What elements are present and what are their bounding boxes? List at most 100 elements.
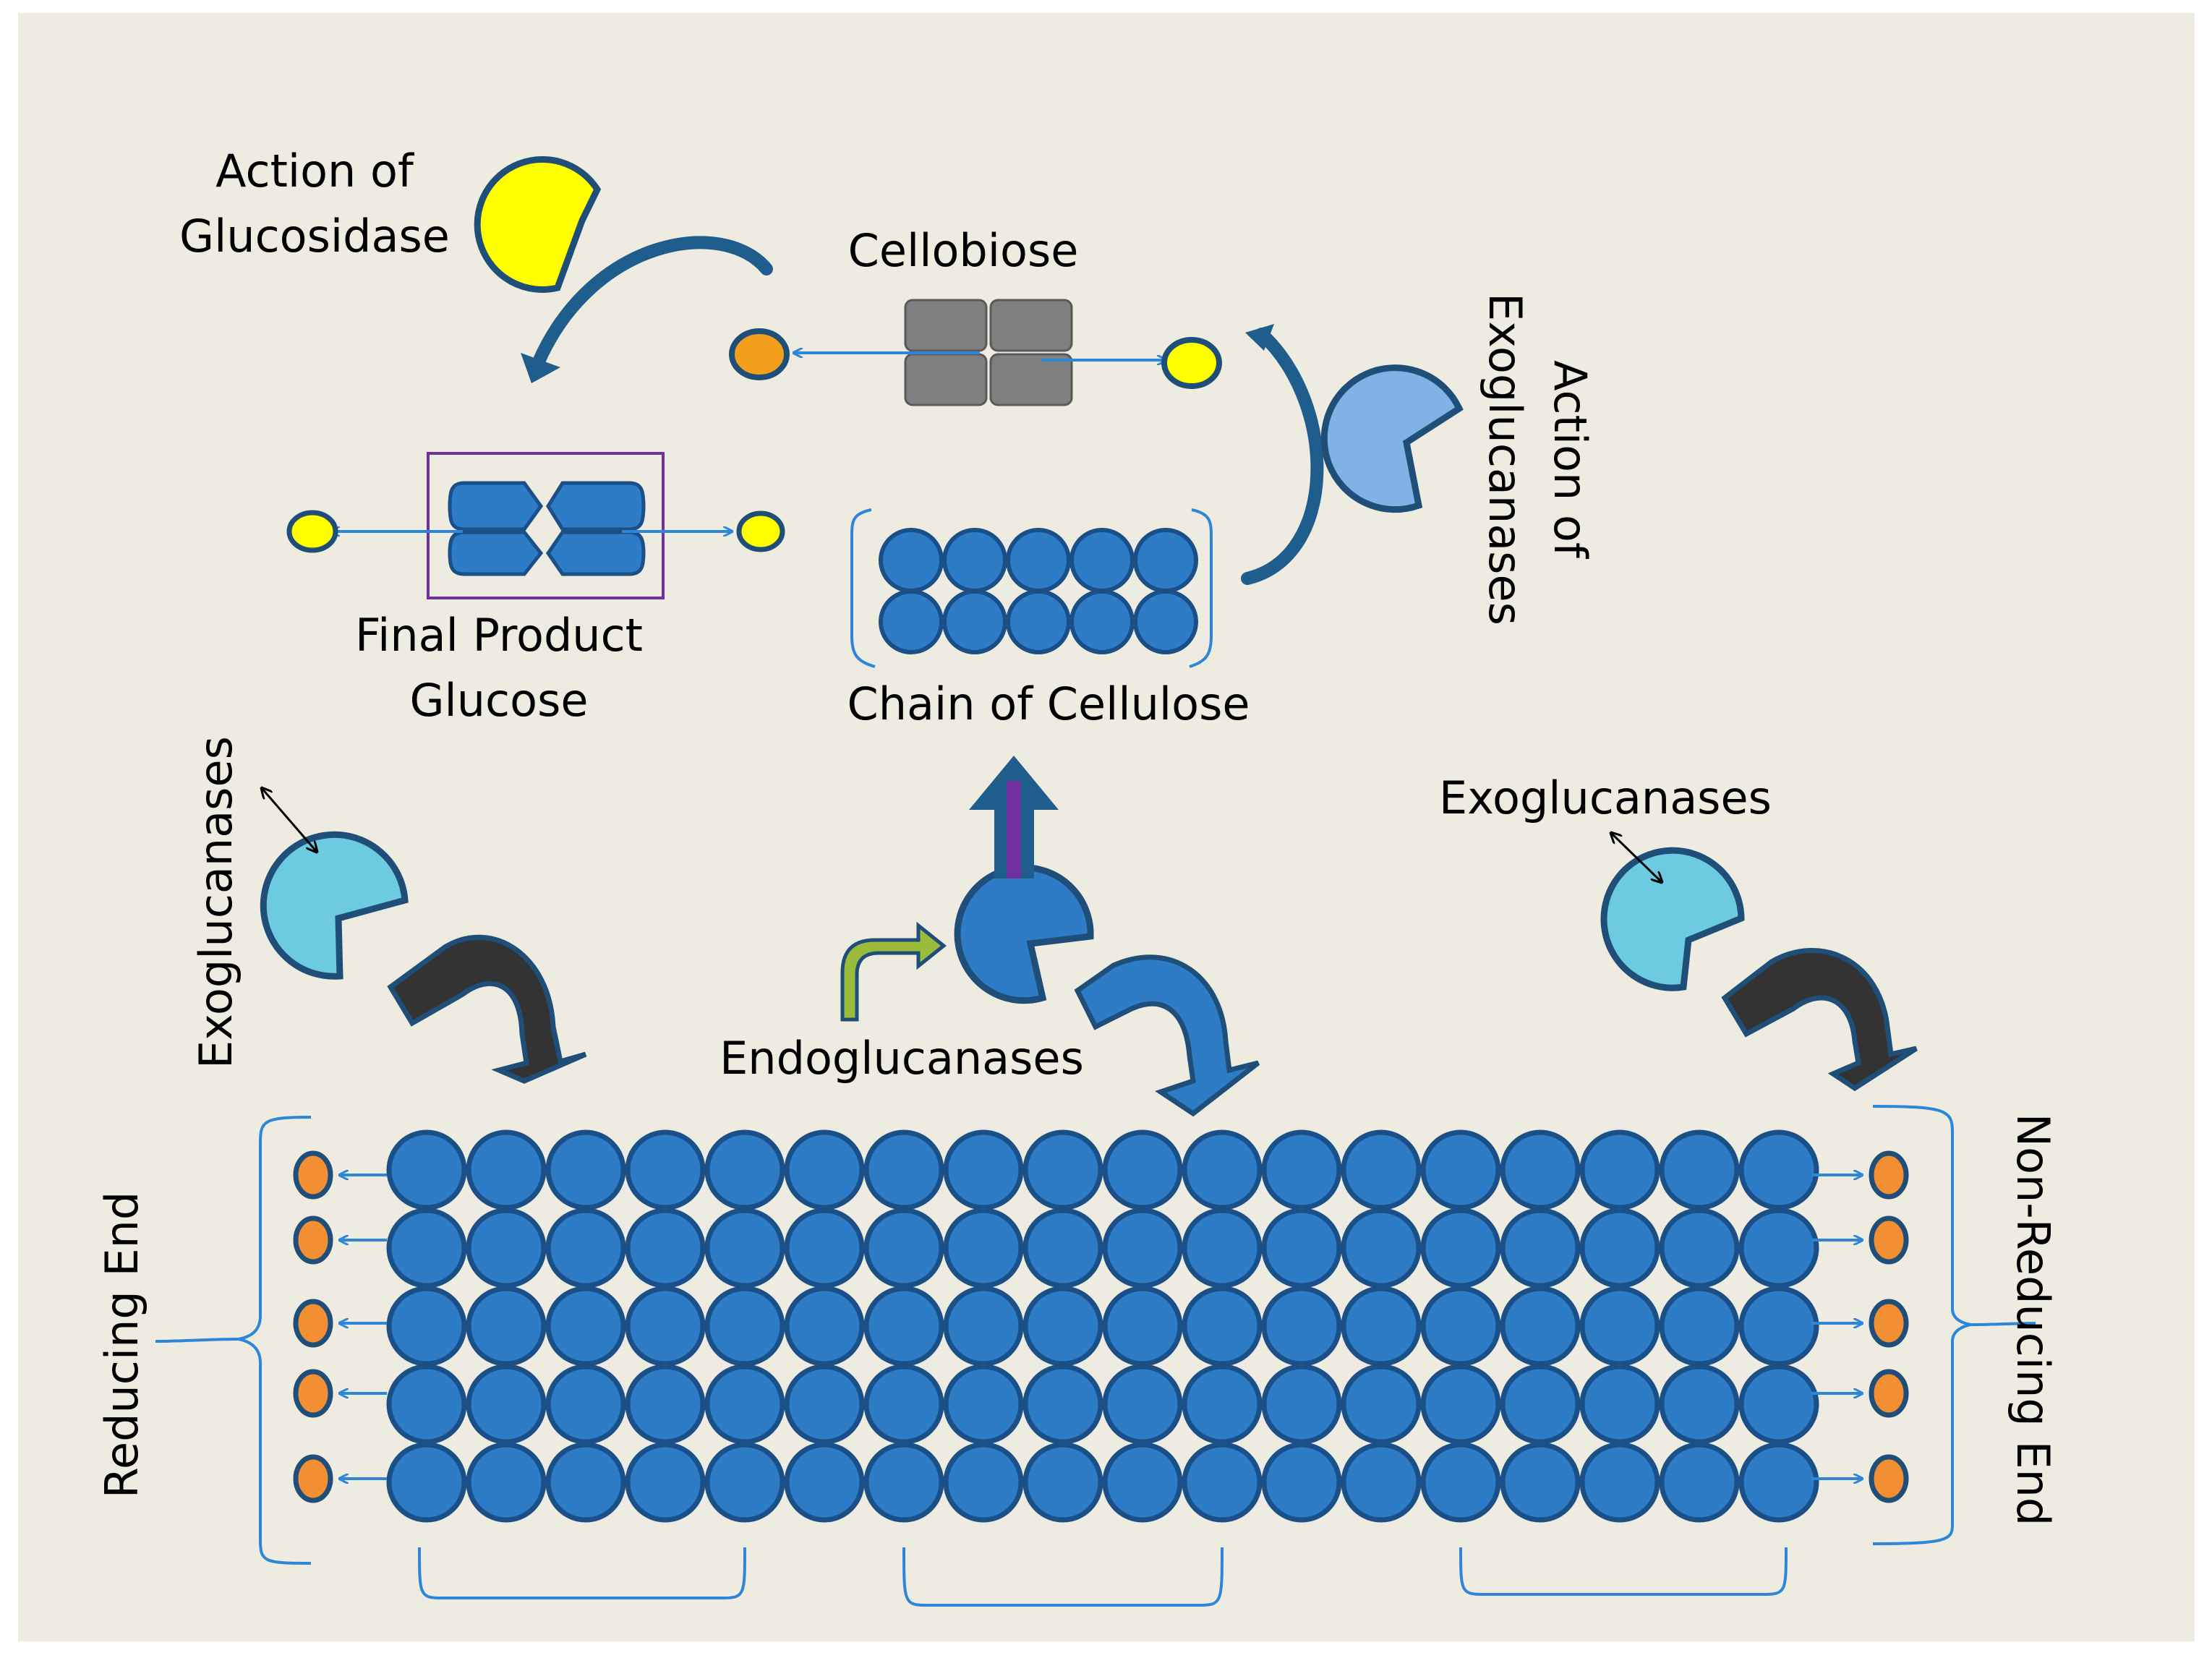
- glucose-unit: [1659, 1208, 1740, 1289]
- glucose-unit: [1022, 1442, 1103, 1523]
- chain-glucose-unit: [1006, 528, 1071, 593]
- glucose-unit: [863, 1364, 944, 1445]
- non-reducing-end-bracket: [1872, 1105, 2036, 1545]
- glucose-unit: [625, 1129, 706, 1210]
- glucose-unit: [466, 1129, 547, 1210]
- label-action-of-exoglucanases-1: Action of: [1544, 360, 1597, 560]
- glucose-unit: [545, 1364, 626, 1445]
- glucose-unit: [1261, 1286, 1342, 1367]
- glucose-unit: [1500, 1208, 1581, 1289]
- chain-bracket-left: [850, 508, 876, 668]
- non-reducing-end-unit: [1869, 1454, 1909, 1503]
- cellobiose-icon: [904, 299, 1073, 406]
- glucose-unit: [466, 1286, 547, 1367]
- glucose-unit: [1261, 1364, 1342, 1445]
- glucose-unit: [943, 1129, 1024, 1210]
- glucose-unit: [466, 1208, 547, 1289]
- glucose-unit: [1420, 1364, 1501, 1445]
- glucose-unit: [1738, 1208, 1819, 1289]
- label-glucose: Glucose: [409, 674, 588, 727]
- glucose-unit: [784, 1208, 865, 1289]
- final-product-box: [427, 452, 665, 599]
- glucose-unit: [1579, 1286, 1660, 1367]
- glucose-unit: [466, 1364, 547, 1445]
- chain-glucose-unit: [942, 528, 1007, 593]
- reducing-end-markers: [293, 1150, 387, 1503]
- glucose-unit: [1738, 1286, 1819, 1367]
- glucose-unit: [386, 1129, 467, 1210]
- glucose-unit: [1579, 1129, 1660, 1210]
- glucose-unit: [1182, 1286, 1263, 1367]
- non-reducing-end-unit: [1869, 1215, 1909, 1265]
- glucose-unit: [704, 1208, 785, 1289]
- upward-purple-arrow: [969, 756, 1059, 879]
- label-action-of-glucosidase-1: Action of: [215, 145, 415, 197]
- glucose-unit: [863, 1208, 944, 1289]
- chain-bracket-right: [1189, 508, 1213, 668]
- glucose-unit: [784, 1442, 865, 1523]
- glucose-unit: [1579, 1442, 1660, 1523]
- glucose-unit: [1102, 1208, 1183, 1289]
- section-brackets: [418, 1547, 1788, 1607]
- glucose-unit: [1102, 1129, 1183, 1210]
- glucose-unit: [386, 1442, 467, 1523]
- glucose-unit: [1182, 1364, 1263, 1445]
- glucose-unit: [1261, 1208, 1342, 1289]
- glucosidase-curved-arrow: [521, 236, 773, 383]
- glucose-unit: [1420, 1286, 1501, 1367]
- label-exoglucanases-left: Exoglucanases: [189, 736, 242, 1069]
- glucose-unit: [1500, 1129, 1581, 1210]
- non-reducing-end-unit: [1869, 1150, 1909, 1200]
- glucose-unit: [863, 1286, 944, 1367]
- chain-of-cellulose-icon: [879, 528, 1198, 654]
- exoglucanase-top-enzyme-icon: [1320, 364, 1464, 513]
- chain-glucose-unit: [879, 589, 944, 654]
- glucose-unit: [863, 1442, 944, 1523]
- final-product-blocks: [448, 481, 646, 576]
- glucose-unit: [1659, 1129, 1740, 1210]
- glucose-unit: [386, 1208, 467, 1289]
- glucose-unit: [1659, 1442, 1740, 1523]
- glucose-right-unit: [736, 510, 785, 552]
- exoglucanase-left-pointer: [262, 788, 317, 852]
- glucose-unit: [943, 1364, 1024, 1445]
- glucose-unit: [1182, 1129, 1263, 1210]
- glucose-unit: [386, 1364, 467, 1445]
- glucose-unit: [1420, 1129, 1501, 1210]
- glucose-unit: [704, 1442, 785, 1523]
- glucose-unit: [1738, 1129, 1819, 1210]
- glucose-unit: [1341, 1129, 1422, 1210]
- glucose-unit: [1341, 1442, 1422, 1523]
- glucose-unit: [1182, 1208, 1263, 1289]
- reducing-end-unit: [293, 1369, 333, 1418]
- chain-glucose-unit: [1069, 589, 1135, 654]
- non-reducing-end-markers: [1811, 1150, 1909, 1503]
- glucose-unit: [545, 1129, 626, 1210]
- glucose-unit: [625, 1286, 706, 1367]
- cellulose-microfibril: [386, 1129, 1819, 1523]
- glucose-unit: [1420, 1442, 1501, 1523]
- reducing-end-unit: [293, 1215, 333, 1265]
- glucose-unit: [1659, 1364, 1740, 1445]
- glucose-unit: [1102, 1286, 1183, 1367]
- glucose-unit: [625, 1442, 706, 1523]
- glucose-unit: [1261, 1442, 1342, 1523]
- chain-glucose-unit: [1069, 528, 1135, 593]
- exoglucanase-left-bent-arrow: [387, 934, 587, 1084]
- glucose-unit: [784, 1286, 865, 1367]
- glucose-unit: [625, 1208, 706, 1289]
- glucose-unit: [466, 1442, 547, 1523]
- glucose-unit: [1738, 1442, 1819, 1523]
- background-panel: [18, 13, 2195, 1641]
- glucosidase-enzyme-icon: [474, 156, 602, 293]
- glucose-unit: [784, 1129, 865, 1210]
- glucose-left-unit: [286, 510, 338, 553]
- label-chain-of-cellulose: Chain of Cellulose: [847, 678, 1250, 730]
- exoglucanase-curved-arrow: [1241, 324, 1324, 585]
- chain-glucose-unit: [879, 528, 944, 593]
- glucose-unit: [625, 1364, 706, 1445]
- exoglucanase-right-pointer: [1611, 833, 1662, 882]
- glucose-unit: [1420, 1208, 1501, 1289]
- glucose-unit: [863, 1129, 944, 1210]
- glucose-unit: [1341, 1364, 1422, 1445]
